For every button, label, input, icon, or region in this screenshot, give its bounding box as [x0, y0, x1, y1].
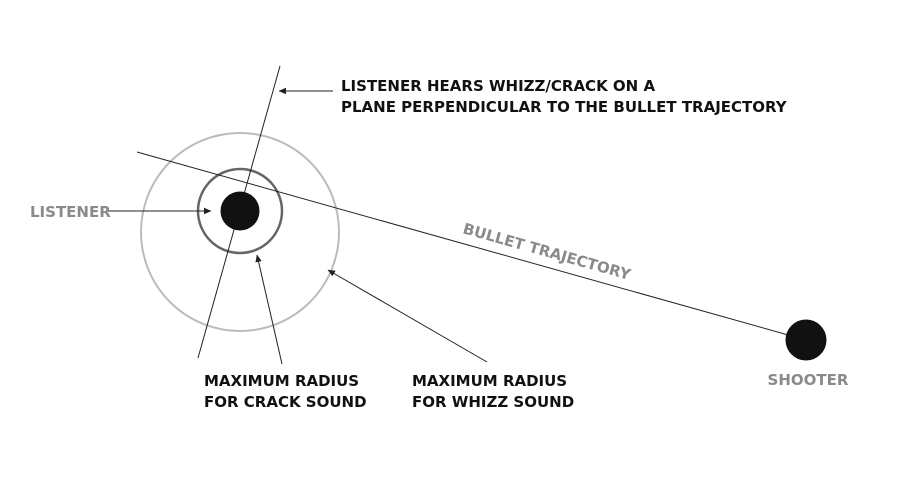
whizz-radius-label-line1: MAXIMUM RADIUS — [412, 372, 567, 390]
crack-radius-label-line2: FOR CRACK SOUND — [204, 393, 367, 411]
whizz-radius-circle — [140, 132, 340, 332]
crack-radius-label-line1: MAXIMUM RADIUS — [204, 372, 359, 390]
shooter-dot — [785, 319, 827, 361]
shooter-label: SHOOTER — [768, 371, 849, 389]
plane-note-line2: PLANE PERPENDICULAR TO THE BULLET TRAJEC… — [341, 98, 788, 116]
whizz-radius-pointer-arrow — [327, 269, 488, 363]
whizz-radius-label-line2: FOR WHIZZ SOUND — [412, 393, 574, 411]
bullet-trajectory-line — [136, 151, 807, 341]
listener-label: LISTENER — [30, 203, 111, 221]
plane-note-line1: LISTENER HEARS WHIZZ/CRACK ON A — [341, 77, 655, 95]
listener-dot — [220, 191, 260, 231]
bullet-trajectory-label: BULLET TRAJECTORY — [461, 220, 634, 285]
crack-radius-pointer-arrow — [255, 254, 283, 365]
